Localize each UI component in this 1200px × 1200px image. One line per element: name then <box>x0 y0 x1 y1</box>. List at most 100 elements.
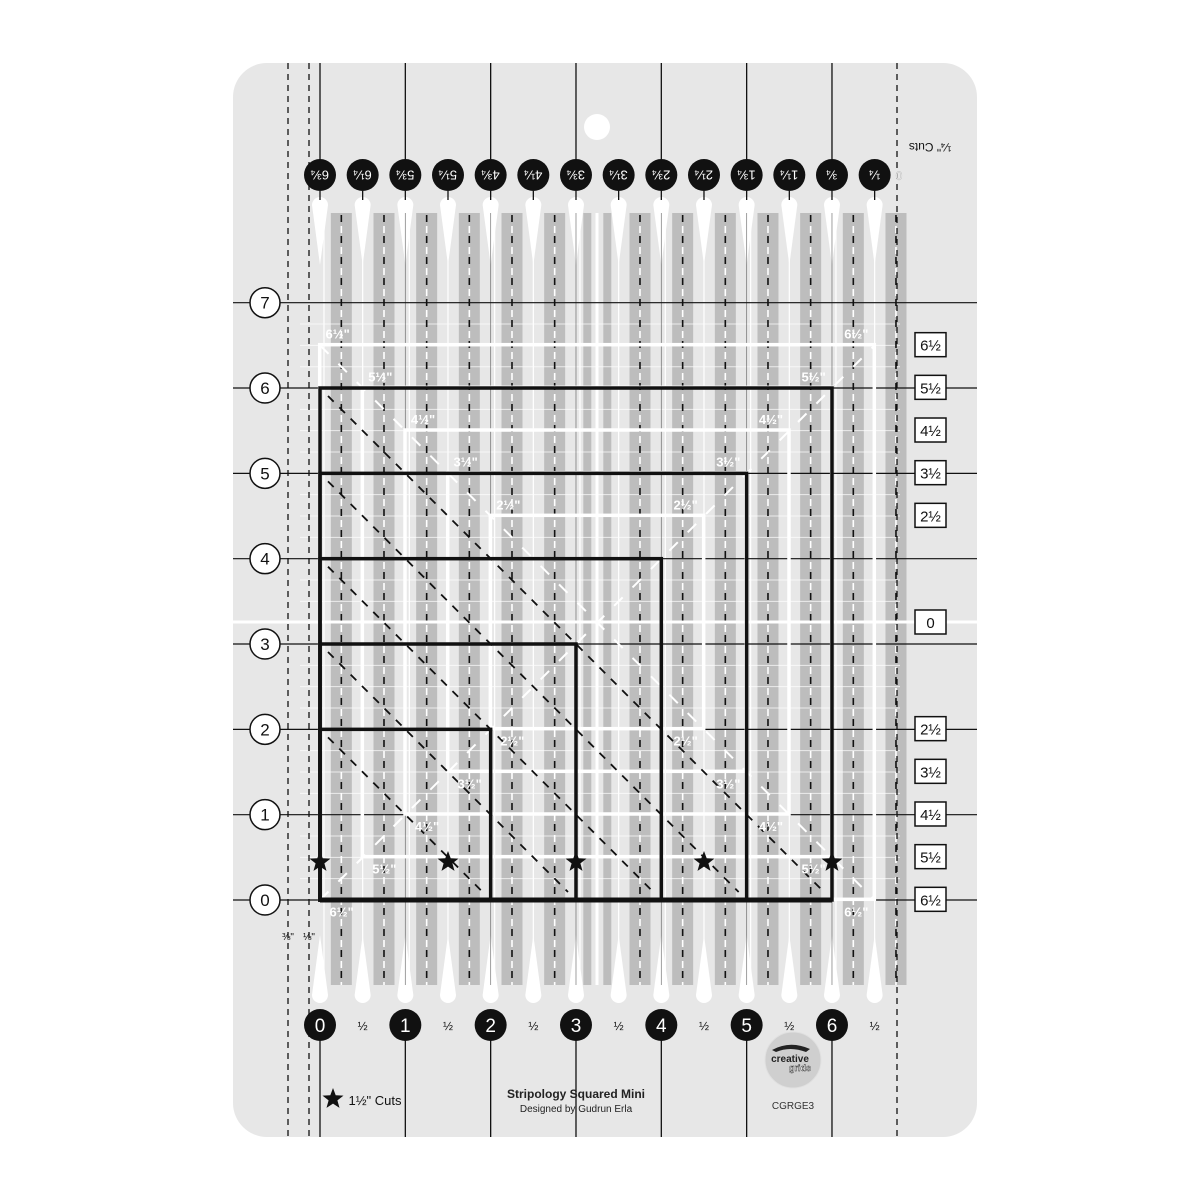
size-label-bottom-right: 6½" <box>844 904 868 919</box>
teardrop-marker-top <box>781 197 798 265</box>
size-label-bottom-right: 3½" <box>716 776 740 791</box>
top-scale-circle <box>815 159 848 191</box>
seam-label-three-eighths: ⅜" <box>282 932 294 943</box>
bottom-scale-half: ½ <box>699 1019 709 1033</box>
star-legend-icon <box>322 1088 344 1108</box>
bottom-scale-number: 0 <box>315 1016 326 1037</box>
left-scale-circle <box>249 884 281 916</box>
top-scale-label: 6¾ <box>311 168 329 183</box>
top-scale-circle <box>730 159 763 191</box>
bottom-scale-circle <box>304 1009 336 1041</box>
teardrop-marker-top <box>695 197 712 265</box>
black-diagonal <box>327 395 825 893</box>
logo-text: grids <box>789 1063 811 1073</box>
teardrop-marker-bottom <box>439 935 456 1003</box>
top-scale-circle <box>474 159 507 191</box>
left-scale-number: 2 <box>260 720 269 739</box>
teardrop-marker-bottom <box>610 935 627 1003</box>
bottom-scale-circle <box>815 1009 848 1041</box>
size-label-top-right: 2½" <box>674 497 698 512</box>
star-icon <box>821 851 843 871</box>
star-icon <box>693 851 715 871</box>
star-icon <box>437 851 459 871</box>
top-scale-circle <box>687 159 720 191</box>
right-scale-label: 0 <box>926 615 934 632</box>
bottom-scale-number: 4 <box>656 1016 667 1037</box>
teardrop-marker-bottom <box>866 935 883 1003</box>
size-label-top-left: 3½" <box>454 455 478 470</box>
size-label-top-left: 5½" <box>368 369 392 384</box>
size-label-top-right: 5½" <box>802 369 826 384</box>
top-scale-circle <box>602 159 635 191</box>
right-scale-box <box>914 459 947 486</box>
creative-grids-logo <box>764 1031 822 1089</box>
right-scale-label: 2½ <box>920 508 941 525</box>
teardrop-marker-bottom <box>354 935 371 1003</box>
top-scale-circle <box>559 159 592 191</box>
bottom-scale-half: ½ <box>358 1019 368 1033</box>
top-scale-circle <box>346 159 379 191</box>
top-scale-circle <box>645 159 678 191</box>
size-label-bottom-left: 5½" <box>372 862 396 877</box>
size-label-bottom-left: 6½" <box>330 904 354 919</box>
top-scale-label: 2¾ <box>652 168 670 183</box>
size-label-top-left: 4½" <box>411 412 435 427</box>
top-scale-circle <box>304 159 336 191</box>
size-label-top-right: 3½" <box>716 455 740 470</box>
top-scale-circle <box>858 159 891 191</box>
right-scale-box <box>914 843 947 870</box>
bottom-scale-circle <box>645 1009 678 1041</box>
teardrop-marker-bottom <box>312 935 328 1003</box>
greyhound-icon <box>772 1044 810 1052</box>
right-scale-label: 5½ <box>920 850 941 867</box>
size-label-bottom-left: 4½" <box>415 819 439 834</box>
teardrop-marker-top <box>439 197 456 265</box>
left-scale-circle <box>249 286 281 319</box>
right-scale-box <box>914 331 947 358</box>
left-scale-circle <box>249 798 281 831</box>
cutting-strip <box>583 213 592 985</box>
right-scale-box <box>914 374 947 401</box>
left-scale-number: 0 <box>260 891 269 910</box>
teardrop-marker-bottom <box>695 935 712 1003</box>
top-scale-label: 1¾ <box>737 168 755 183</box>
white-diagonal <box>319 344 876 901</box>
seam-label-one-eighth: ⅛" <box>303 932 315 943</box>
right-scale-box <box>914 801 947 827</box>
size-label-bottom-right: 5½" <box>802 862 826 877</box>
bottom-scale-circle <box>730 1009 763 1041</box>
right-scale-box <box>914 715 947 742</box>
top-scale-circle <box>773 159 806 191</box>
teardrop-marker-top <box>525 197 542 265</box>
top-scale-label: 5¾ <box>396 168 414 183</box>
left-scale-number: 4 <box>260 550 269 569</box>
bottom-scale-half: ½ <box>614 1019 624 1033</box>
left-scale-circle <box>249 372 281 404</box>
bottom-scale-circle <box>559 1009 592 1041</box>
bottom-scale-number: 1 <box>400 1016 411 1037</box>
teardrop-marker-top <box>354 197 371 265</box>
white-square-outline <box>488 513 706 731</box>
right-scale-label: 6½ <box>920 338 941 355</box>
quarter-cuts-label: ¼" Cuts <box>909 140 951 154</box>
right-scale-box <box>914 502 947 529</box>
product-code: CGRGE3 <box>772 1101 815 1112</box>
right-scale-label: 2½ <box>920 722 941 739</box>
teardrop-marker-top <box>312 197 328 265</box>
top-scale-label: 2¼ <box>695 168 713 183</box>
size-label-bottom-left: 3½" <box>458 776 482 791</box>
right-scale-box <box>914 758 947 785</box>
bottom-scale-half: ½ <box>784 1019 794 1033</box>
left-scale-circle <box>249 542 281 575</box>
logo-text: creative <box>771 1054 809 1065</box>
top-scale-label: 3¾ <box>567 168 585 183</box>
top-scale-label: 6¼ <box>353 168 371 183</box>
size-label-bottom-left: 2½" <box>500 734 524 749</box>
bottom-scale-number: 2 <box>485 1016 496 1037</box>
bottom-scale-half: ½ <box>870 1019 880 1033</box>
right-scale-label: 3½ <box>920 466 941 483</box>
right-scale-label: 4½ <box>920 423 941 440</box>
bottom-scale-circle <box>474 1009 507 1041</box>
top-scale-label: ¾ <box>826 168 837 183</box>
size-label-top-right: 6½" <box>844 327 868 342</box>
